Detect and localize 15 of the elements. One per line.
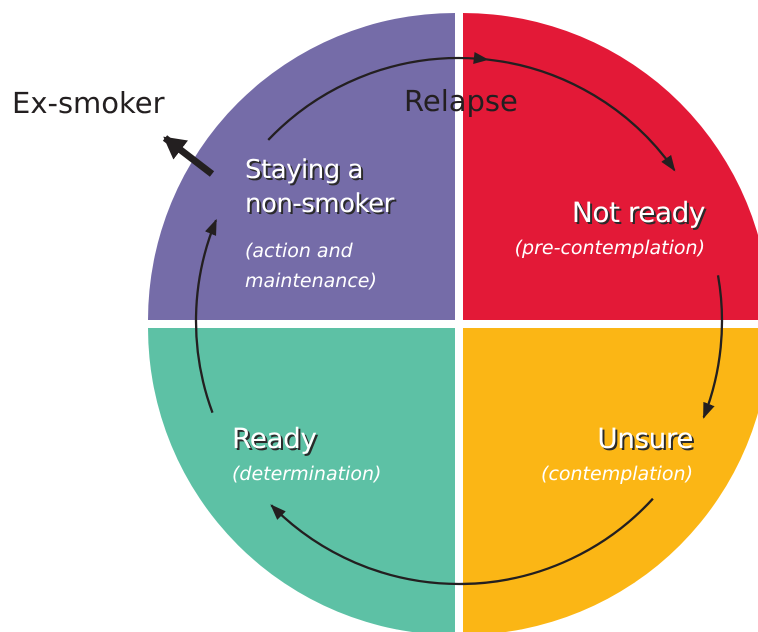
stage-description: (action and maintenance) [245, 239, 378, 294]
stage-title: Unsure [597, 422, 693, 456]
stage-description: (pre-contemplation) [514, 236, 705, 261]
stage-description: (determination) [232, 462, 382, 487]
stage-label: Ex-smoker [12, 86, 165, 120]
stage-title: Not ready [572, 196, 705, 230]
arrow [702, 275, 723, 419]
arrow [270, 498, 654, 585]
thick-arrow [162, 135, 214, 177]
stage-title: Staying a non-smoker [245, 154, 396, 221]
edge-label: Relapse [404, 84, 518, 118]
stage-title: Ready [232, 422, 316, 456]
stage-description: (contemplation) [541, 462, 693, 487]
arrow [267, 52, 676, 172]
arrow [194, 218, 218, 413]
